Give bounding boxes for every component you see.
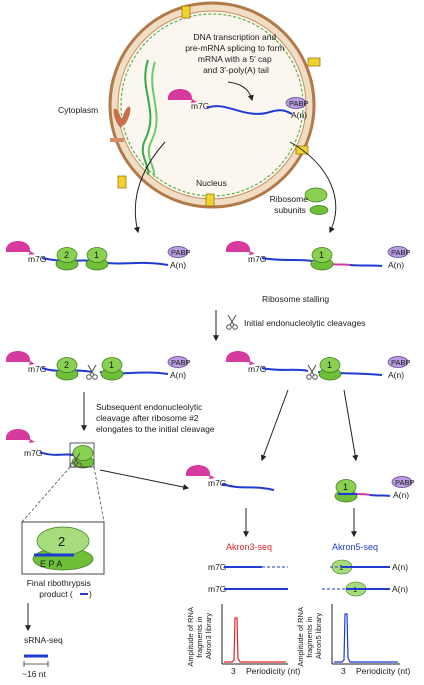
svg-text:Amplitude of RNA fragmen: Amplitude of RNA fragments in Akron3 lib…	[186, 605, 213, 666]
svg-text:m7G: m7G	[28, 364, 46, 374]
svg-text:PABP: PABP	[171, 248, 190, 257]
svg-text:m7G: m7G	[28, 254, 46, 264]
srna-seq-label: sRNA-seq	[24, 635, 63, 645]
svg-text:1: 1	[94, 250, 99, 260]
svg-text:2: 2	[64, 360, 69, 370]
cell: DNA transcription and pre-mRNA splicing …	[58, 1, 321, 209]
svg-text:2: 2	[64, 250, 69, 260]
stalling-label: Ribosome stalling	[262, 294, 329, 304]
akron5-reads: 1 A(n) 1 A(n)	[322, 559, 408, 597]
svg-text:PABP: PABP	[171, 358, 190, 367]
svg-text:m7G: m7G	[24, 448, 42, 458]
akron5-title: Akron5-seq	[332, 542, 378, 552]
m7g-label: m7G	[191, 101, 209, 111]
akron3-trace	[224, 617, 286, 663]
svg-text:m7G: m7G	[248, 364, 266, 374]
svg-text:Periodicity (nt): Periodicity (nt)	[356, 666, 410, 676]
svg-text:A(n): A(n)	[170, 370, 186, 380]
mrna-left-row1: m7G 2 1 PABP A(n)	[6, 241, 190, 271]
akron5-trace	[334, 613, 398, 663]
svg-text:): )	[89, 589, 92, 599]
akron3-reads: m7G m7G	[208, 562, 288, 594]
svg-text:PABP: PABP	[395, 478, 414, 487]
svg-text:Periodicity (nt): Periodicity (nt)	[246, 666, 300, 676]
akron5-fragment: 1 PABP A(n)	[334, 476, 414, 503]
ribosome-subunits: Ribosome subunits	[270, 187, 329, 215]
svg-text:A(n): A(n)	[388, 260, 404, 270]
akron5-plot: Amplitude of RNA fragments in Akron5 lib…	[296, 604, 410, 676]
mrna	[206, 105, 293, 115]
svg-text:1: 1	[327, 360, 332, 370]
svg-text:m7G: m7G	[208, 562, 226, 572]
svg-text:2: 2	[58, 534, 65, 549]
svg-text:m7G: m7G	[248, 254, 266, 264]
akron3-plot: Amplitude of RNA fragments in Akron3 lib…	[186, 604, 300, 676]
svg-text:1: 1	[343, 482, 348, 492]
svg-text:PABP: PABP	[391, 358, 410, 367]
mrna-left-row3: m7G	[6, 429, 95, 469]
polya-label: A(n)	[291, 110, 307, 120]
svg-text:A(n): A(n)	[388, 370, 404, 380]
nucleus-label: Nucleus	[196, 178, 227, 188]
mrna-left-row2: m7G 2 1 PABP A(n)	[6, 351, 190, 381]
final-product-label: Final ribothrypsis product (	[27, 578, 94, 599]
dna-icon	[141, 59, 158, 178]
svg-text:1: 1	[319, 250, 324, 260]
svg-text:E P A: E P A	[40, 559, 62, 569]
chromosome-icon	[110, 106, 131, 142]
svg-text:A(n): A(n)	[392, 584, 408, 594]
svg-text:A(n): A(n)	[393, 490, 409, 500]
akron3-title: Akron3-seq	[226, 542, 272, 552]
final-product-zoom: 2 E P A	[21, 521, 105, 575]
svg-text:3: 3	[341, 666, 346, 676]
svg-text:A(n): A(n)	[170, 260, 186, 270]
svg-text:PABP: PABP	[391, 248, 410, 257]
mrna-right-row1: m7G 1 PABP A(n)	[226, 241, 410, 271]
pabp-label: PABP	[289, 99, 308, 108]
initial-cleavage-label: Initial endonucleolytic cleavages	[244, 318, 365, 328]
mrna-right-row2: m7G 1 PABP A(n)	[226, 351, 410, 381]
srna-size-label: ~16 nt	[22, 669, 47, 679]
akron3-fragment: m7G	[186, 465, 275, 491]
svg-text:A(n): A(n)	[392, 562, 408, 572]
transcription-label: DNA transcription and pre-mRNA splicing …	[185, 32, 287, 75]
svg-text:Amplitude of RNA fragmen: Amplitude of RNA fragments in Akron5 lib…	[296, 605, 323, 666]
svg-text:Ribosome subunits: Ribosome subunits	[270, 194, 311, 215]
cytoplasm-label: Cytoplasm	[58, 105, 98, 115]
svg-text:m7G: m7G	[208, 478, 226, 488]
svg-text:1: 1	[109, 360, 114, 370]
subsequent-cleavage-label: Subsequent endonucleolytic cleavage afte…	[96, 402, 215, 434]
svg-text:3: 3	[231, 666, 236, 676]
svg-text:m7G: m7G	[208, 584, 226, 594]
